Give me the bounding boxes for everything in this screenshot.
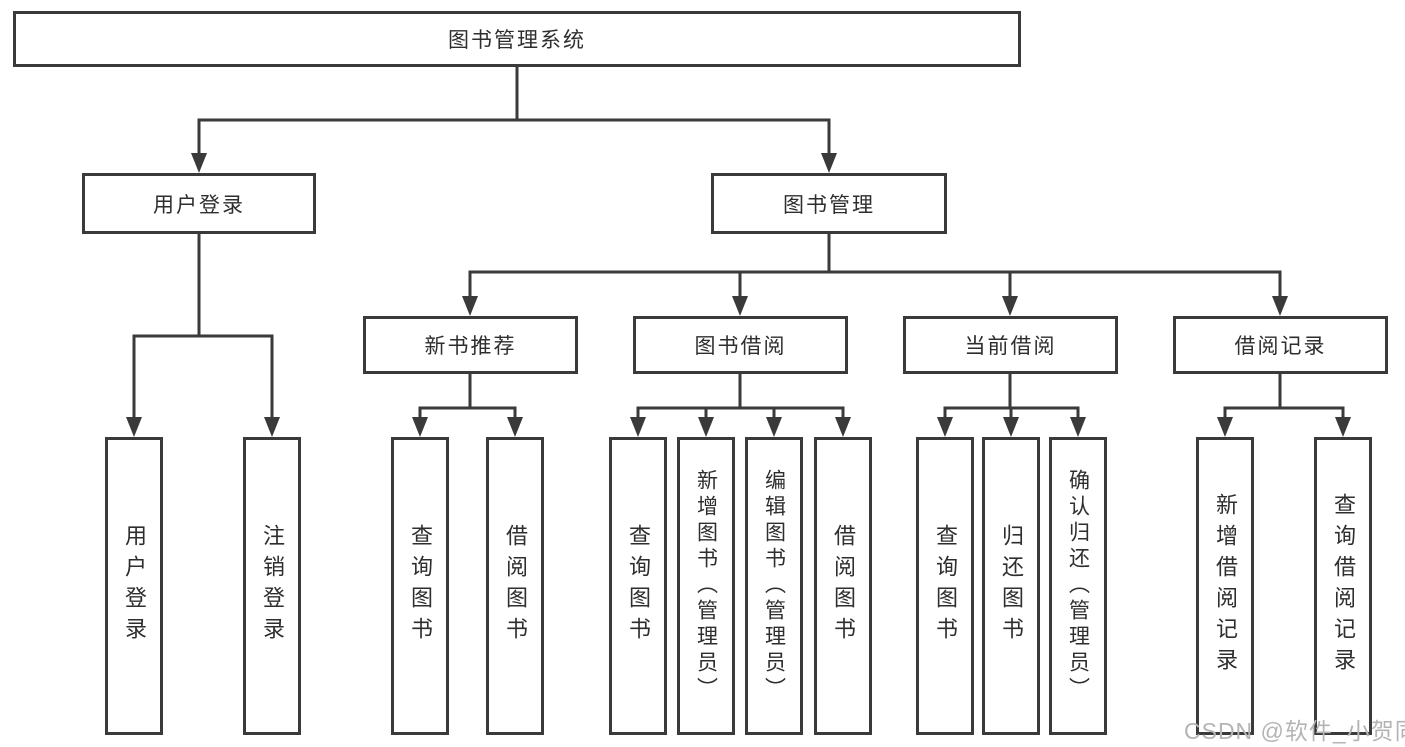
- leaf-add-borrow-record: 新增借阅记录: [1196, 437, 1254, 735]
- leaf-edit-books-admin-label: 编辑图书（管理员）: [762, 469, 786, 703]
- leaf-borrow-books-2: 借阅图书: [814, 437, 872, 735]
- node-borrowing-records: 借阅记录: [1173, 316, 1388, 374]
- leaf-logout: 注销登录: [243, 437, 301, 735]
- leaf-add-borrow-record-label: 新增借阅记录: [1213, 493, 1238, 679]
- csdn-watermark: CSDN @软件_小贺同学: [1184, 718, 1405, 744]
- leaf-borrow-books-1: 借阅图书: [486, 437, 544, 735]
- leaf-query-books-2-label: 查询图书: [626, 524, 651, 648]
- leaf-query-borrow-record: 查询借阅记录: [1314, 437, 1372, 735]
- node-current-borrowing-label: 当前借阅: [964, 335, 1057, 358]
- leaf-query-books-2: 查询图书: [609, 437, 667, 735]
- node-book-management-label: 图书管理: [783, 193, 875, 217]
- leaf-borrow-books-1-label: 借阅图书: [503, 524, 528, 648]
- connector-book-borrowing: [630, 372, 851, 437]
- leaf-return-books: 归还图书: [982, 437, 1040, 735]
- node-borrowing-records-label: 借阅记录: [1234, 335, 1327, 358]
- node-book-borrowing: 图书借阅: [633, 316, 848, 374]
- leaf-user-login: 用户登录: [105, 437, 163, 735]
- leaf-query-books-1: 查询图书: [391, 437, 449, 735]
- connector-current-borrowing: [937, 372, 1086, 437]
- node-new-book-recommend: 新书推荐: [363, 316, 578, 374]
- leaf-confirm-return-admin-label: 确认归还（管理员）: [1066, 469, 1090, 703]
- leaf-query-books-3: 查询图书: [916, 437, 974, 735]
- node-user-login: 用户登录: [82, 173, 316, 234]
- node-root: 图书管理系统: [13, 11, 1021, 67]
- leaf-borrow-books-2-label: 借阅图书: [831, 524, 856, 648]
- leaf-logout-label: 注销登录: [260, 524, 285, 648]
- leaf-add-books-admin-label: 新增图书（管理员）: [694, 469, 718, 703]
- leaf-query-borrow-record-label: 查询借阅记录: [1331, 493, 1356, 679]
- node-new-book-recommend-label: 新书推荐: [424, 335, 517, 358]
- leaf-query-books-3-label: 查询图书: [933, 524, 958, 648]
- node-root-label: 图书管理系统: [448, 29, 586, 52]
- connector-user-login: [126, 232, 280, 437]
- node-current-borrowing: 当前借阅: [903, 316, 1118, 374]
- leaf-confirm-return-admin: 确认归还（管理员）: [1049, 437, 1107, 735]
- leaf-query-books-1-label: 查询图书: [408, 524, 433, 648]
- connector-root: [191, 65, 837, 173]
- node-user-login-label: 用户登录: [153, 193, 245, 217]
- connector-book-management: [462, 232, 1288, 316]
- leaf-user-login-label: 用户登录: [122, 524, 147, 648]
- node-book-borrowing-label: 图书借阅: [694, 335, 787, 358]
- connector-new-book-recommend: [412, 372, 523, 437]
- node-book-management: 图书管理: [711, 173, 947, 234]
- leaf-edit-books-admin: 编辑图书（管理员）: [745, 437, 803, 735]
- leaf-add-books-admin: 新增图书（管理员）: [677, 437, 735, 735]
- connector-borrowing-records: [1217, 372, 1351, 437]
- leaf-return-books-label: 归还图书: [999, 524, 1024, 648]
